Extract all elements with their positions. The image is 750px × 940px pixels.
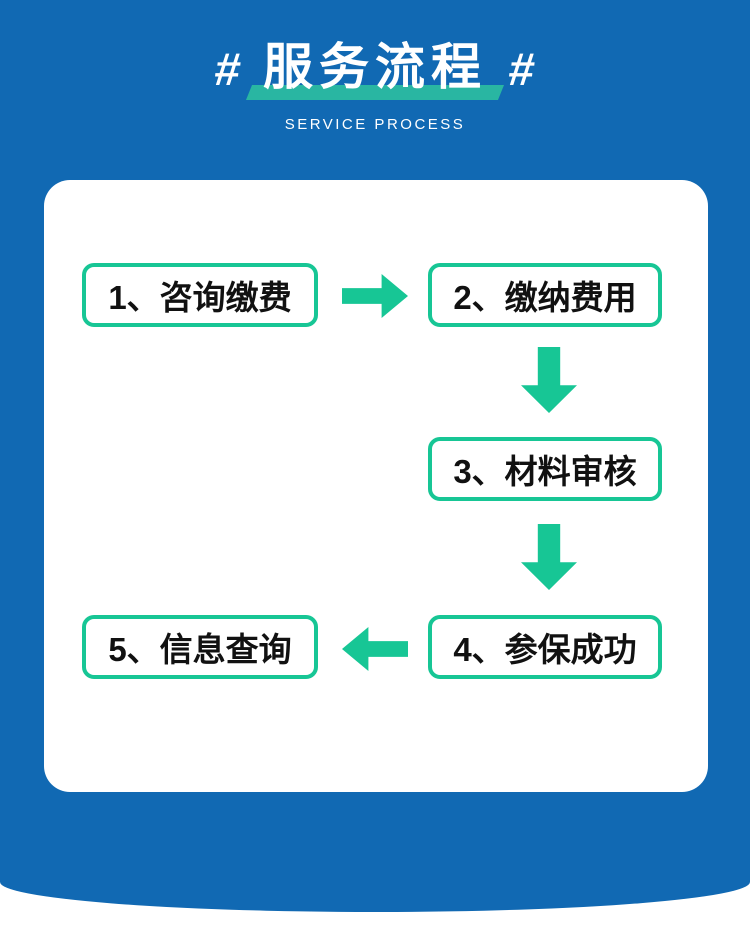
- page-subtitle: SERVICE PROCESS: [284, 116, 466, 133]
- flowchart-card: 1、咨询缴费 2、缴纳费用 3、材料审核 4、参保成功 5、信息查询: [44, 180, 708, 792]
- hash-decoration-right: #: [506, 43, 538, 95]
- flow-step-3: 3、材料审核: [428, 437, 662, 501]
- flow-step-4: 4、参保成功: [428, 615, 662, 679]
- title-wrap: 服务流程: [245, 38, 505, 100]
- page-title: # 服务流程 #: [0, 36, 750, 100]
- arrow-down-icon-1: [521, 347, 577, 413]
- flow-step-1: 1、咨询缴费: [82, 263, 318, 327]
- arrow-left-icon: [342, 627, 408, 671]
- page-header: # 服务流程 # SERVICE PROCESS: [0, 36, 750, 133]
- arrow-down-icon-2: [521, 524, 577, 590]
- arrow-right-icon: [342, 274, 408, 318]
- title-text: 服务流程: [263, 38, 487, 95]
- hash-decoration-left: #: [212, 43, 244, 95]
- flow-step-2: 2、缴纳费用: [428, 263, 662, 327]
- flow-step-5: 5、信息查询: [82, 615, 318, 679]
